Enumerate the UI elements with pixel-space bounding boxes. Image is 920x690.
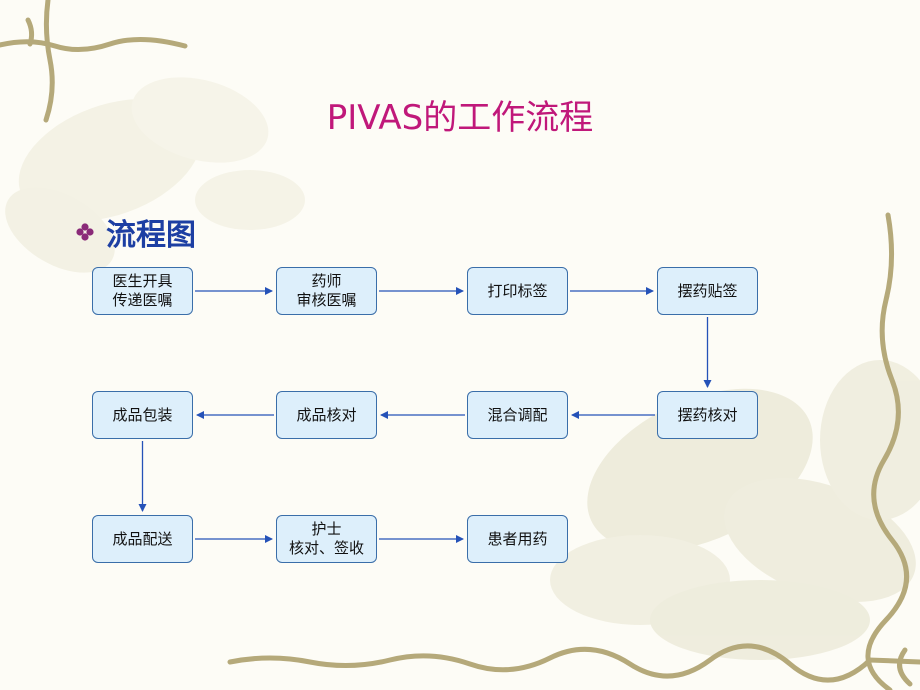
flow-node-label: 传递医嘱 <box>112 291 173 309</box>
flow-node-label: 成品核对 <box>296 405 357 424</box>
flow-node-n6: 混合调配 <box>467 391 568 439</box>
flow-node-label: 护士 <box>311 520 342 538</box>
flow-node-label: 混合调配 <box>487 405 548 424</box>
vine-right-bottom <box>227 212 920 690</box>
flow-node-label: 成品配送 <box>112 529 173 548</box>
flow-node-label: 药师 <box>311 272 342 290</box>
flow-node-n10: 护士核对、签收 <box>276 515 377 563</box>
flow-node-n5: 摆药核对 <box>657 391 758 439</box>
flow-node-n4: 摆药贴签 <box>657 267 758 315</box>
flow-node-n7: 成品核对 <box>276 391 377 439</box>
flow-node-n8: 成品包装 <box>92 391 193 439</box>
flow-node-n2: 药师审核医嘱 <box>276 267 377 315</box>
flow-node-n3: 打印标签 <box>467 267 568 315</box>
vine-top-left <box>0 0 188 123</box>
slide-title: PIVAS的工作流程 <box>326 98 594 138</box>
faded-flower-top-left <box>5 77 305 273</box>
flow-node-label: 核对、签收 <box>288 539 364 557</box>
subheading: 流程图 <box>74 210 196 254</box>
flow-node-label: 审核医嘱 <box>296 291 357 309</box>
flow-node-label: 摆药贴签 <box>677 281 738 300</box>
flow-node-label: 打印标签 <box>487 281 548 300</box>
flow-node-n1: 医生开具传递医嘱 <box>92 267 193 315</box>
diamond-bullet-icon <box>76 223 94 241</box>
faded-flower-bottom-right <box>550 360 920 660</box>
flow-node-label: 成品包装 <box>112 405 173 424</box>
flow-node-label: 患者用药 <box>487 529 548 548</box>
flow-node-label: 医生开具 <box>112 272 173 290</box>
flow-node-label: 摆药核对 <box>677 405 738 424</box>
flow-node-n11: 患者用药 <box>467 515 568 563</box>
flow-node-n9: 成品配送 <box>92 515 193 563</box>
subheading-text: 流程图 <box>106 218 196 253</box>
